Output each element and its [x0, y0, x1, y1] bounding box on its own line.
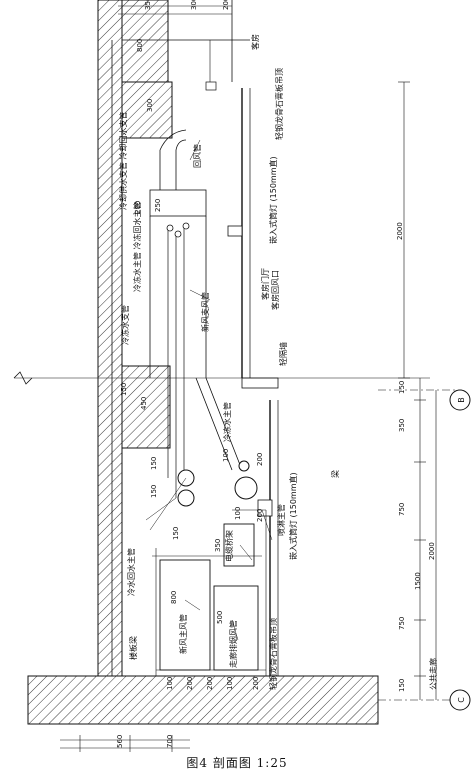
left-wall [97, 0, 123, 677]
dim-ceil-150b: 150 [150, 485, 158, 498]
dim-top-2: 300 [190, 0, 198, 10]
axis-b-label: B [457, 397, 466, 403]
label-room-top: 客房 [250, 34, 260, 50]
label-fresh-air-supply: 新风支风管 [200, 292, 210, 332]
dim-ceil-150a: 150 [150, 457, 158, 470]
label-light-gypsum: 轻钢龙骨石膏板吊顶 [274, 68, 284, 140]
return-air-duct [159, 129, 187, 190]
dim-top-1: 350 [144, 0, 152, 10]
axis-b-bubble [449, 389, 471, 411]
dim-ceil-150c: 150 [172, 527, 180, 540]
gypsum-wall [241, 377, 279, 389]
label-return-air-outlet: 客房回风口 [270, 270, 280, 310]
axes: B C [378, 389, 471, 711]
dim-pipe-200: 200 [134, 201, 142, 214]
ceiling-lines [227, 88, 279, 676]
label-embedded-light2: 嵌入式筒灯 (150mm直) [288, 472, 298, 560]
dim-bottom-560: 560 [116, 735, 124, 748]
label-room-door: 客房门厅 [260, 268, 270, 300]
dim-right-150a: 150 [398, 381, 406, 394]
dim-right-750b: 750 [398, 617, 406, 630]
dim-right-1500: 1500 [414, 572, 422, 590]
label-gypsum-wall: 轻隔墙 [278, 342, 288, 366]
downlight-1 [227, 225, 243, 237]
label-smoke-duct: 走廊排烟风管 [228, 620, 238, 668]
label-embedded-light: 嵌入式筒灯 (150mm直) [268, 156, 278, 244]
label-return-air-top: 回风管 [192, 144, 202, 168]
upper-slab [121, 0, 169, 83]
label-cable-tray: 电缆桥架 [224, 530, 234, 562]
cable-tray [223, 523, 255, 567]
dimension-lines [60, 5, 437, 752]
dim-right-150b: 150 [398, 679, 406, 692]
axis-c-label: C [457, 697, 466, 703]
pipe-circle-2 [177, 489, 195, 507]
dim-ceil-100: 100 [222, 449, 230, 462]
dim-bot-100b: 100 [226, 677, 234, 690]
label-corridor: 公共走廊 [428, 658, 438, 690]
dim-h-350: 350 [214, 539, 222, 552]
mep-services [149, 40, 267, 676]
dim-right-350: 350 [398, 419, 406, 432]
dim-h-100: 100 [234, 507, 242, 520]
dim-pipe-250: 250 [154, 199, 162, 212]
bottom-slab [27, 675, 379, 725]
dim-bot-200c: 200 [252, 677, 260, 690]
label-wall: 楼板梁 [128, 636, 138, 660]
dim-top-3: 200 [222, 0, 230, 10]
dim-duct-800: 800 [170, 591, 178, 604]
dim-top-4: 800 [136, 39, 144, 52]
beam-block [121, 365, 171, 449]
label-hot-water-main: 冷水回水主管 [126, 548, 136, 596]
dim-right-2000b: 2000 [428, 542, 436, 560]
dim-right-750a: 750 [398, 503, 406, 516]
leader-lines [145, 139, 273, 641]
label-sprinkler: 喷淋主管 [276, 504, 286, 536]
dim-h-200: 200 [256, 509, 264, 522]
labels: 客房 客房门厅 回风管 新风支风管 冷却供水支管 冷却回水支管 冷冻水支管 冷冻… [118, 34, 438, 690]
dim-duct-500: 500 [216, 611, 224, 624]
figure-caption: 图4 剖面图 1:25 [186, 756, 288, 770]
label-chilled-water-branch: 冷冻水支管 [120, 305, 130, 345]
pipe-circle-3 [238, 460, 250, 472]
dim-right-2000a: 2000 [396, 222, 404, 240]
fresh-air-branch [149, 189, 207, 217]
dim-bot-100a: 100 [166, 677, 174, 690]
dim-bot-200a: 200 [186, 677, 194, 690]
label-light-gypsum2: 轻钢龙骨石膏板吊顶 [268, 618, 278, 690]
label-fresh-air-main: 新风主风管 [178, 614, 188, 654]
axis-c-bubble [449, 689, 471, 711]
pipe-circle-4 [234, 476, 258, 500]
dim-mid-150: 150 [120, 383, 128, 396]
label-pipe-main2: 冷冻水主管 冷冻回水主管 [132, 201, 142, 292]
structure [13, 0, 430, 725]
label-cooling-supply-return: 冷却供水支管 冷却回水支管 [118, 111, 128, 210]
upper-slab-2 [121, 81, 173, 139]
dim-bot-200b: 200 [206, 677, 214, 690]
dim-bottom-700: 700 [166, 735, 174, 748]
label-chilled-water-main: 冷冻水主管 [222, 402, 232, 442]
dim-top-small: 300 [146, 99, 154, 112]
downlight-2 [257, 499, 273, 517]
label-beam: 梁 [331, 470, 340, 478]
dimension-texts: 350 300 200 800 300 250 200 150 450 150 … [116, 0, 436, 748]
dim-mid-450: 450 [140, 397, 148, 410]
dim-ceil-200: 200 [256, 453, 264, 466]
